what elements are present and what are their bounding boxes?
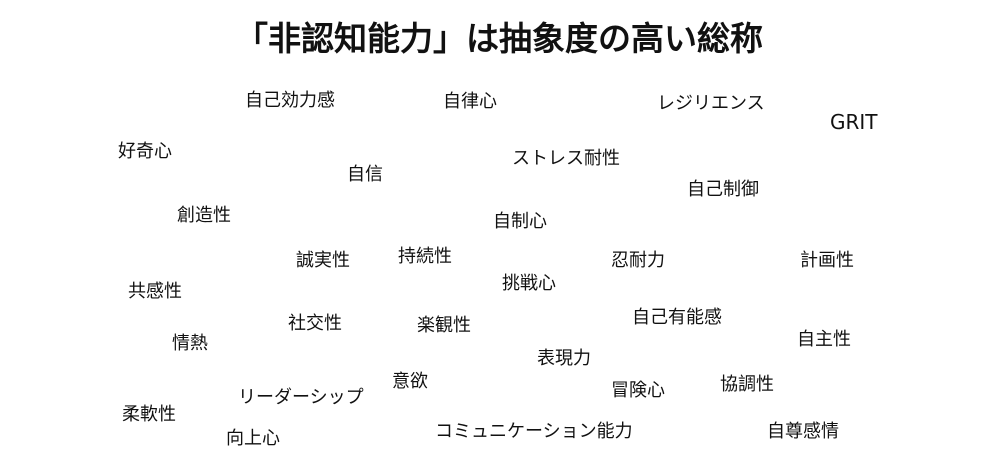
word-adventurousness: 冒険心 [611, 380, 665, 401]
word-self-restraint: 自制心 [493, 211, 547, 232]
word-empathy: 共感性 [128, 281, 182, 302]
word-expressiveness: 表現力 [537, 348, 591, 369]
word-motivation: 意欲 [392, 371, 428, 392]
word-cooperation: 協調性 [720, 374, 774, 395]
word-self-competence: 自己有能感 [632, 307, 722, 328]
word-optimism: 楽観性 [417, 315, 471, 336]
word-stress-tolerance: ストレス耐性 [512, 148, 620, 169]
word-planning: 計画性 [800, 250, 854, 271]
word-passion: 情熱 [172, 333, 208, 354]
word-sociability: 社交性 [288, 313, 342, 334]
word-leadership: リーダーシップ [238, 387, 364, 408]
word-independence: 自主性 [797, 329, 851, 350]
word-self-control: 自己制御 [687, 179, 759, 200]
word-resilience: レジリエンス [657, 93, 765, 114]
word-challenge: 挑戦心 [502, 273, 556, 294]
word-ambition: 向上心 [226, 428, 280, 449]
word-flexibility: 柔軟性 [122, 404, 176, 425]
word-creativity: 創造性 [177, 205, 231, 226]
word-integrity: 誠実性 [296, 250, 350, 271]
word-confidence: 自信 [347, 164, 383, 185]
word-patience: 忍耐力 [611, 250, 665, 271]
word-communication: コミュニケーション能力 [435, 421, 633, 442]
word-self-efficacy: 自己効力感 [245, 90, 335, 111]
word-autonomy: 自律心 [443, 91, 497, 112]
word-grit: GRIT [830, 110, 878, 134]
slide-title: 「非認知能力」は抽象度の高い総称 [235, 19, 763, 58]
word-curiosity: 好奇心 [118, 141, 172, 162]
word-persistence: 持続性 [398, 246, 452, 267]
word-self-esteem: 自尊感情 [767, 421, 839, 442]
